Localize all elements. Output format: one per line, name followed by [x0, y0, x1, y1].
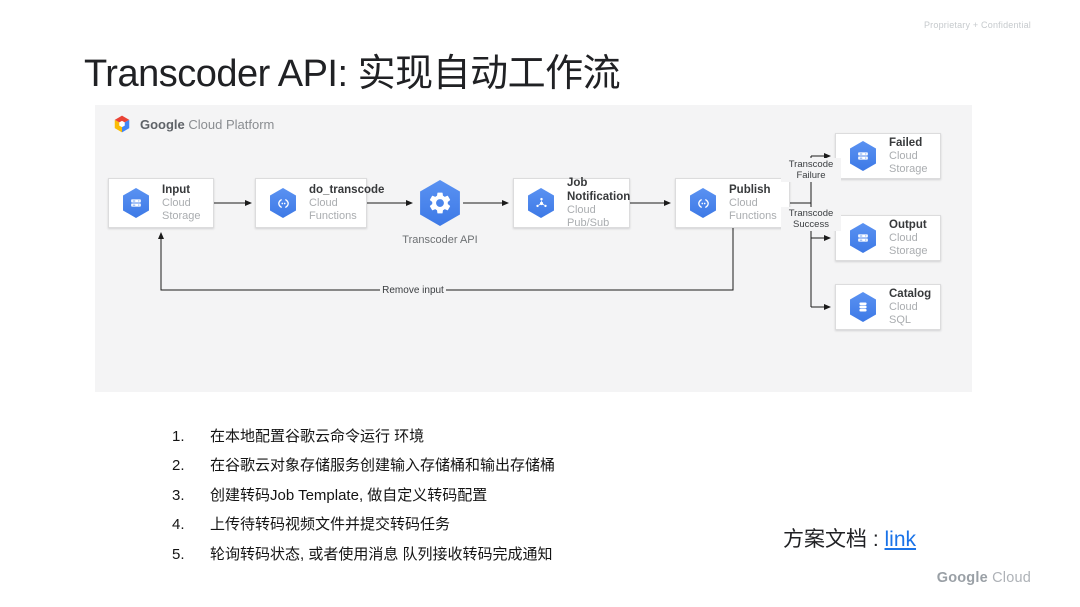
node-subtitle: Cloud Storage	[889, 232, 928, 257]
node-subtitle: Cloud Pub/Sub	[567, 204, 610, 229]
footer-brand-primary: Google	[936, 570, 988, 586]
gcp-header-bold: Google	[140, 116, 185, 132]
step-text: 上传待转码视频文件并提交转码任务	[210, 516, 451, 533]
edge-label-remove-input: Remove input	[380, 284, 446, 297]
gear-icon	[429, 192, 451, 214]
node-subtitle: Cloud Functions	[309, 197, 357, 222]
step-text: 在本地配置谷歌云命令运行 环境	[210, 428, 425, 445]
cloud-sql-icon	[850, 292, 876, 322]
node-subtitle: Cloud Storage	[889, 150, 928, 175]
step-number: 4.	[172, 516, 185, 533]
gcp-header-label: Google Cloud Platform	[140, 117, 274, 132]
doc-link-row: 方案文档 : link	[783, 523, 916, 553]
edge-label-line: Transcode	[788, 208, 834, 219]
node-do-transcode: do_transcode Cloud Functions	[255, 178, 384, 228]
step-number: 3.	[172, 487, 185, 504]
cloud-functions-icon	[690, 188, 716, 218]
node-input: Input Cloud Storage	[108, 178, 214, 228]
doc-link[interactable]: link	[884, 528, 917, 551]
edge-label-line: Transcode	[788, 159, 834, 170]
list-item: 1. 在本地配置谷歌云命令运行 环境	[172, 425, 424, 446]
node-title: Publish	[729, 184, 771, 196]
confidential-note: Proprietary + Confidential	[923, 20, 1031, 30]
step-text: 创建转码Job Template, 做自定义转码配置	[210, 487, 488, 504]
edge-label-line: Failure	[796, 170, 826, 181]
gcp-header-light: Cloud Platform	[188, 116, 275, 132]
node-title: do_transcode	[309, 184, 385, 196]
edge-label-transcode-success: Transcode Success	[781, 207, 841, 231]
list-item: 5. 轮询转码状态, 或者使用消息 队列接收转码完成通知	[172, 543, 553, 564]
step-text: 轮询转码状态, 或者使用消息 队列接收转码完成通知	[210, 546, 553, 563]
node-subtitle: Cloud Storage	[162, 197, 201, 222]
node-publish: Publish Cloud Functions	[675, 178, 790, 228]
cloud-storage-icon	[850, 223, 876, 253]
step-number: 1.	[172, 428, 185, 445]
cloud-storage-icon	[123, 188, 149, 218]
list-item: 4. 上传待转码视频文件并提交转码任务	[172, 513, 450, 534]
node-title: Input	[162, 184, 191, 196]
node-job-notification: Job Notification Cloud Pub/Sub	[513, 177, 631, 229]
list-item: 3. 创建转码Job Template, 做自定义转码配置	[172, 484, 487, 505]
doc-link-label: 方案文档 :	[783, 528, 879, 551]
node-subtitle: Cloud SQL	[889, 301, 918, 326]
page-title: Transcoder API: 实现自动工作流	[84, 53, 621, 95]
node-failed: Failed Cloud Storage	[835, 133, 941, 179]
transcoder-api-icon	[420, 180, 460, 226]
cloud-pubsub-icon	[528, 188, 554, 218]
step-number: 5.	[172, 546, 185, 563]
node-title: Failed	[889, 137, 923, 149]
gcp-header: Google Cloud Platform	[112, 114, 274, 134]
google-cloud-logo: Google Cloud	[937, 570, 1031, 586]
node-subtitle: Cloud Functions	[729, 197, 777, 222]
edge-label-line: Success	[793, 219, 829, 230]
edge-label-transcode-failure: Transcode Failure	[781, 158, 841, 182]
node-catalog: Catalog Cloud SQL	[835, 284, 941, 330]
transcoder-api-caption: Transcoder API	[402, 234, 478, 246]
node-title: Output	[889, 219, 927, 231]
step-number: 2.	[172, 457, 185, 474]
step-text: 在谷歌云对象存储服务创建输入存储桶和输出存储桶	[210, 457, 556, 474]
node-output: Output Cloud Storage	[835, 215, 941, 261]
node-title: Catalog	[889, 288, 932, 300]
architecture-diagram-panel: Google Cloud Platform Input Cloud Storag…	[95, 105, 972, 392]
cloud-storage-icon	[850, 141, 876, 171]
node-title: Job Notification	[567, 177, 631, 203]
cloud-functions-icon	[270, 188, 296, 218]
google-cloud-platform-logo-icon	[114, 115, 130, 133]
list-item: 2. 在谷歌云对象存储服务创建输入存储桶和输出存储桶	[172, 454, 555, 475]
footer-brand-secondary: Cloud	[992, 570, 1031, 586]
